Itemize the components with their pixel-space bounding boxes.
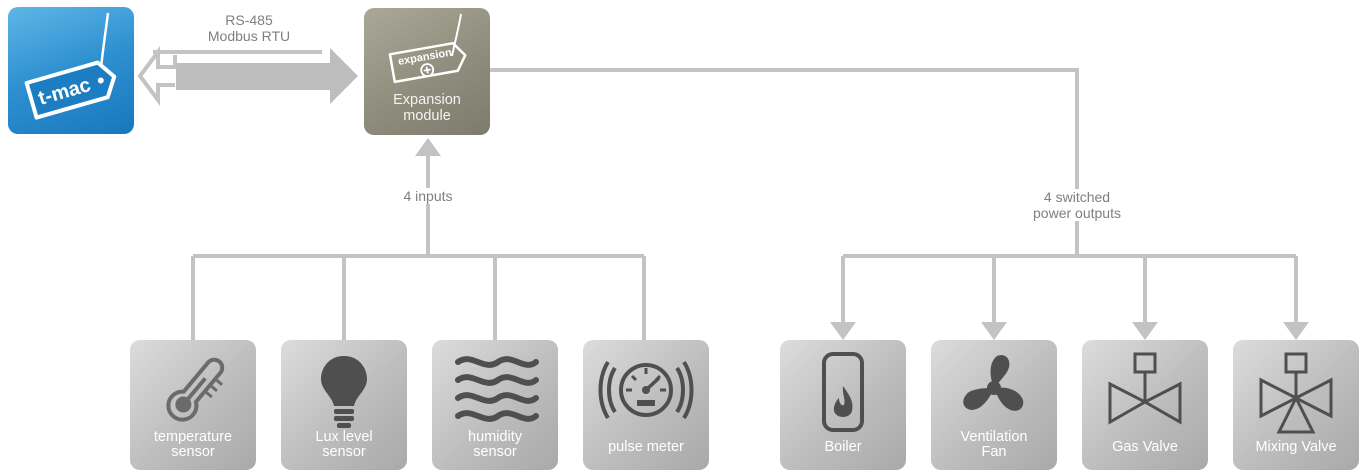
device-name-line1: Boiler	[824, 439, 862, 455]
device-name: Gas Valve	[1082, 440, 1208, 455]
sensor-name-line2: sensor	[322, 444, 366, 460]
link-label: RS-485 Modbus RTU	[180, 12, 318, 44]
device-name: Mixing Valve	[1233, 440, 1359, 455]
sensor-name-line1: humidity	[468, 429, 522, 445]
link-protocol-line1: RS-485	[225, 12, 273, 28]
link-protocol-line2: Modbus RTU	[207, 28, 291, 44]
sensor-name-line1: temperature	[153, 429, 233, 445]
left-arrow-outline	[137, 46, 177, 106]
expansion-name-line2: module	[403, 108, 451, 124]
expansion-tag-icon: expansion	[388, 13, 467, 84]
expansion-module: expansion Expansion module	[364, 8, 490, 135]
tmac-controller: t-mac	[8, 7, 134, 134]
sensor-name-line1: Lux level	[315, 429, 373, 445]
pulse-meter-icon	[598, 360, 694, 420]
sensor-name-line2: sensor	[473, 444, 517, 460]
expansion-name-line1: Expansion	[393, 92, 461, 108]
mixing-valve-icon	[1259, 352, 1333, 434]
sensor-name: Lux level sensor	[281, 430, 407, 460]
device-tile-mixing-valve: Mixing Valve	[1233, 340, 1359, 470]
outputs-caption-line2: power outputs	[1033, 205, 1121, 221]
device-name-line1: Ventilation	[960, 429, 1028, 445]
device-name-line2: Fan	[981, 444, 1007, 460]
sensor-tile-humidity: humidity sensor	[432, 340, 558, 470]
device-name: Ventilation Fan	[931, 430, 1057, 460]
boiler-flame-icon	[822, 352, 864, 432]
sensor-tile-lux: Lux level sensor	[281, 340, 407, 470]
device-tile-gas-valve: Gas Valve	[1082, 340, 1208, 470]
device-name: Boiler	[780, 440, 906, 455]
right-arrow-solid	[176, 48, 358, 104]
lightbulb-icon	[321, 356, 367, 428]
sensor-name: temperature sensor	[130, 430, 256, 460]
device-name-line1: Gas Valve	[1112, 439, 1178, 455]
sensor-name-line1: pulse meter	[608, 439, 684, 455]
device-tile-ventilation-fan: Ventilation Fan	[931, 340, 1057, 470]
sensor-name: humidity sensor	[432, 430, 558, 460]
sensor-tile-pulse-meter: pulse meter	[583, 340, 709, 470]
up-arrow	[415, 138, 441, 156]
outputs-caption: 4 switched power outputs	[1012, 189, 1142, 221]
humidity-waves-icon	[455, 356, 539, 422]
inputs-caption: 4 inputs	[372, 188, 484, 204]
expansion-name: Expansion module	[364, 92, 490, 124]
sensor-tile-temperature: temperature sensor	[130, 340, 256, 470]
sensor-name: pulse meter	[583, 440, 709, 455]
thermometer-icon	[166, 357, 225, 422]
outputs-caption-line1: 4 switched	[1043, 189, 1111, 205]
device-name-line1: Mixing Valve	[1255, 439, 1337, 455]
gas-valve-icon	[1108, 352, 1182, 425]
fan-icon	[963, 355, 1024, 411]
device-tile-boiler: Boiler	[780, 340, 906, 470]
sensor-name-line2: sensor	[171, 444, 215, 460]
tmac-tag-icon: t-mac	[24, 12, 117, 120]
